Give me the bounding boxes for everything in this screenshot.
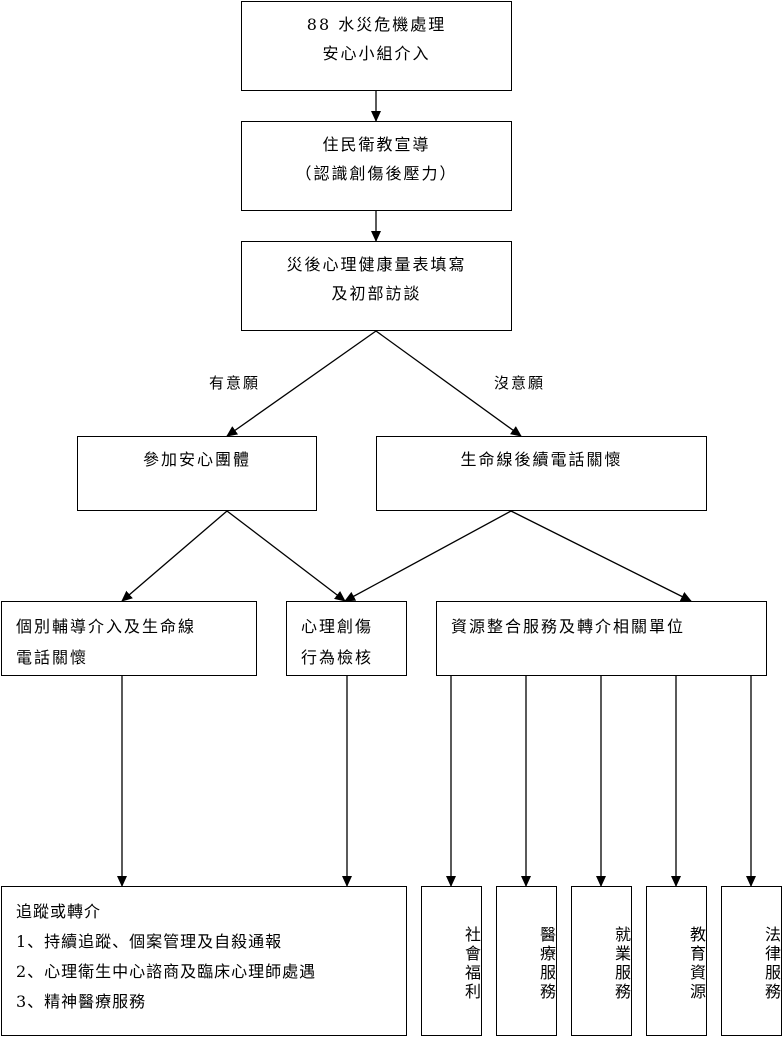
- service-box-social-welfare: 社會福利: [421, 886, 482, 1036]
- trauma-box: 心理創傷 行為檢核: [286, 601, 407, 676]
- service-label: 醫療服務: [537, 926, 556, 1002]
- service-box-medical: 醫療服務: [496, 886, 557, 1036]
- counseling-line-1: 個別輔導介入及生命線: [16, 617, 197, 636]
- service-box-education: 教育資源: [646, 886, 707, 1036]
- service-label: 教育資源: [687, 926, 706, 1002]
- service-label: 社會福利: [462, 926, 481, 1002]
- followup-item-2: 2、心理衛生中心諮商及臨床心理師處遇: [16, 962, 317, 981]
- service-box-legal: 法律服務: [721, 886, 782, 1036]
- unwilling-label: 沒意願: [494, 374, 546, 392]
- arrow-lifeline-to-trauma: [344, 510, 512, 602]
- service-label: 就業服務: [612, 926, 631, 1002]
- education-box: 住民衛教宣導 （認識創傷後壓力）: [241, 121, 512, 211]
- title-box: 88 水災危機處理 安心小組介入: [241, 1, 512, 91]
- arrow-group-to-trauma: [226, 510, 346, 602]
- resource-label: 資源整合服務及轉介相關單位: [451, 617, 686, 636]
- lifeline-label: 生命線後續電話關懷: [460, 450, 623, 469]
- willing-label: 有意願: [209, 374, 261, 392]
- trauma-line-2: 行為檢核: [301, 648, 374, 667]
- service-label: 法律服務: [762, 926, 781, 1002]
- arrow-screening-to-lifeline: [375, 330, 522, 437]
- arrow-group-to-counseling: [121, 510, 228, 602]
- title-line-1: 88 水災危機處理: [306, 15, 447, 34]
- group-box: 參加安心團體: [77, 436, 317, 511]
- followup-box: 追蹤或轉介 1、持續追蹤、個案管理及自殺通報 2、心理衛生中心諮商及臨床心理師處…: [1, 886, 407, 1036]
- followup-item-3: 3、精神醫療服務: [16, 992, 147, 1011]
- education-line-2: （認識創傷後壓力）: [295, 164, 458, 183]
- screening-line-2: 及初部訪談: [331, 284, 422, 303]
- title-line-2: 安心小組介入: [322, 44, 431, 63]
- education-line-1: 住民衛教宣導: [322, 135, 431, 154]
- arrow-lifeline-to-resource: [510, 510, 692, 602]
- arrow-screening-to-group: [226, 330, 377, 437]
- followup-item-1: 1、持續追蹤、個案管理及自殺通報: [16, 932, 283, 951]
- service-box-employment: 就業服務: [571, 886, 632, 1036]
- group-label: 參加安心團體: [142, 450, 251, 469]
- counseling-line-2: 電話關懷: [16, 648, 89, 667]
- trauma-line-1: 心理創傷: [301, 617, 374, 636]
- screening-line-1: 災後心理健康量表填寫: [286, 255, 467, 274]
- resource-box: 資源整合服務及轉介相關單位: [436, 601, 767, 676]
- counseling-box: 個別輔導介入及生命線 電話關懷: [1, 601, 257, 676]
- screening-box: 災後心理健康量表填寫 及初部訪談: [241, 241, 512, 331]
- followup-title: 追蹤或轉介: [16, 902, 102, 921]
- lifeline-box: 生命線後續電話關懷: [376, 436, 707, 511]
